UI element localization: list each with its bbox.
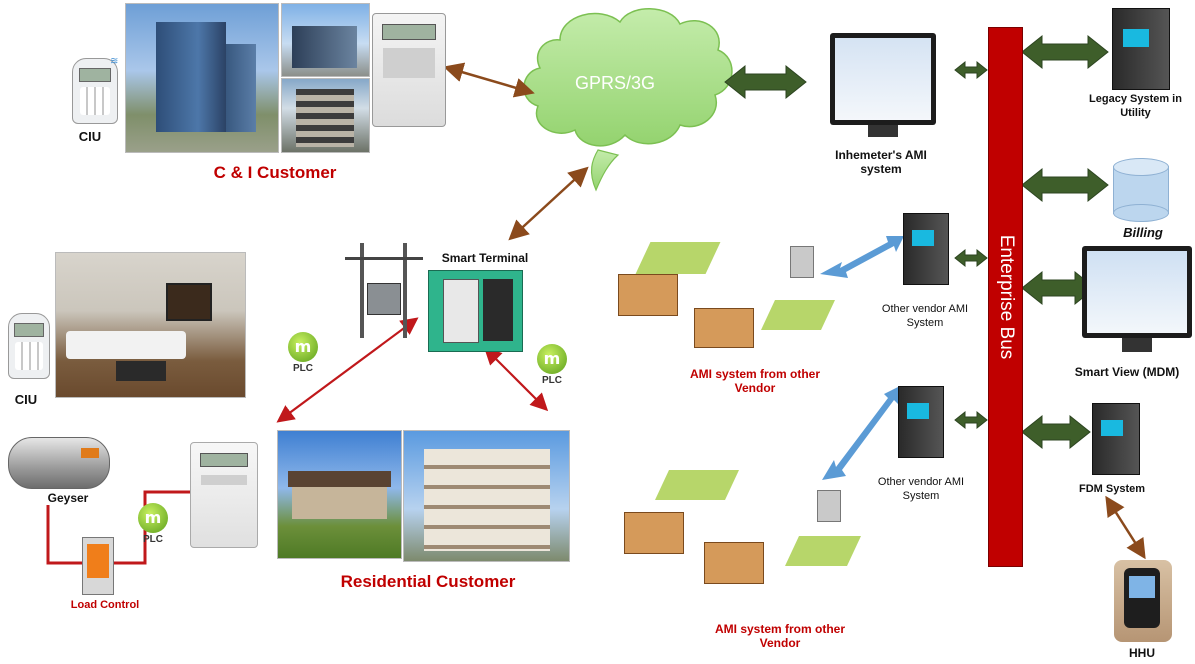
ci-smart-meter — [372, 13, 446, 127]
arrow-fdm-hhu — [1105, 495, 1146, 560]
geyser-image — [8, 437, 110, 489]
smart-terminal-cabinet — [428, 270, 523, 352]
inhemeter-monitor — [830, 33, 936, 125]
load-control-device — [82, 537, 114, 595]
other-vendor-server-1 — [903, 213, 949, 285]
smart-view-label: Smart View (MDM) — [1074, 365, 1180, 379]
other-vendor-1-label: Other vendor AMI System — [881, 303, 969, 329]
billing-label: Billing — [1123, 225, 1163, 240]
ciu-device-top — [72, 58, 118, 124]
arrow-blue-1 — [820, 236, 904, 278]
arrow-cloud-inhemeter — [724, 64, 807, 100]
fdm-system-label: FDM System — [1078, 483, 1146, 495]
plc-badge-b: m PLC — [284, 332, 322, 374]
arrow-inhemeter-bus — [954, 60, 988, 80]
residential-smart-meter — [190, 442, 258, 548]
residential-customer-label: Residential Customer — [340, 572, 516, 591]
other-vendor-2-label: Other vendor AMI System — [877, 476, 965, 502]
plc-label-c: PLC — [542, 375, 562, 386]
smart-terminal-label: Smart Terminal — [441, 251, 529, 265]
arrow-bus-fdm — [1021, 414, 1091, 450]
ami-cluster-image-2 — [602, 460, 872, 608]
office-tower-image — [125, 3, 279, 153]
plc-badge-c: m PLC — [533, 344, 571, 386]
other-vendor-server-2 — [898, 386, 944, 458]
plc-icon: m — [288, 332, 318, 362]
ciu-left-label: CIU — [14, 392, 38, 407]
office-building-image-1 — [281, 3, 370, 77]
ami-cluster-image-1 — [598, 230, 835, 358]
ami-other-2-label: AMI system from other Vendor — [714, 622, 846, 650]
living-room-image — [55, 252, 246, 398]
plc-badge-a: m PLC — [134, 503, 172, 545]
billing-database-icon — [1113, 158, 1169, 222]
load-control-label: Load Control — [70, 599, 140, 611]
arrow-vendor1-bus — [954, 248, 988, 268]
arrow-meter-cloud — [443, 62, 535, 98]
monitor-stand — [868, 125, 898, 137]
wire-geyser-loadcontrol — [46, 505, 82, 565]
enterprise-bus: Enterprise Bus — [988, 27, 1023, 567]
plc-icon: m — [537, 344, 567, 374]
plc-label-a: PLC — [143, 534, 163, 545]
office-building-image-2 — [281, 78, 370, 153]
plc-icon: m — [138, 503, 168, 533]
ci-customer-label: C & I Customer — [213, 163, 337, 182]
monitor-stand — [1122, 338, 1152, 352]
legacy-system-label: Legacy System in Utility — [1089, 93, 1182, 119]
arrow-bus-legacy — [1021, 34, 1109, 70]
apartment-image — [403, 430, 570, 562]
gprs-cloud — [523, 8, 733, 192]
ciu-top-label: CIU — [78, 129, 102, 144]
ciu-device-left — [8, 313, 50, 379]
hhu-device-image — [1114, 560, 1172, 642]
ami-other-1-label: AMI system from other Vendor — [689, 367, 821, 395]
fdm-server — [1092, 403, 1140, 475]
plc-label-b: PLC — [293, 363, 313, 374]
geyser-label: Geyser — [47, 491, 89, 505]
enterprise-bus-label: Enterprise Bus — [995, 234, 1017, 360]
arrow-bus-billing — [1021, 167, 1109, 203]
arrow-terminal-apartment — [483, 346, 549, 412]
wifi-icon: ≋ — [110, 56, 119, 67]
smart-view-monitor — [1082, 246, 1192, 338]
arrow-terminal-cloud — [508, 166, 589, 241]
legacy-server — [1112, 8, 1170, 90]
arrow-vendor2-bus — [954, 410, 988, 430]
hhu-label: HHU — [1129, 646, 1155, 660]
arrow-blue-2 — [822, 386, 900, 480]
house-image — [277, 430, 402, 559]
transformer-pole-image — [345, 243, 423, 338]
cloud-label: GPRS/3G — [574, 73, 656, 93]
inhemeter-ami-label: Inhemeter's AMI system — [835, 148, 927, 176]
arrow-terminal-house — [276, 317, 419, 423]
